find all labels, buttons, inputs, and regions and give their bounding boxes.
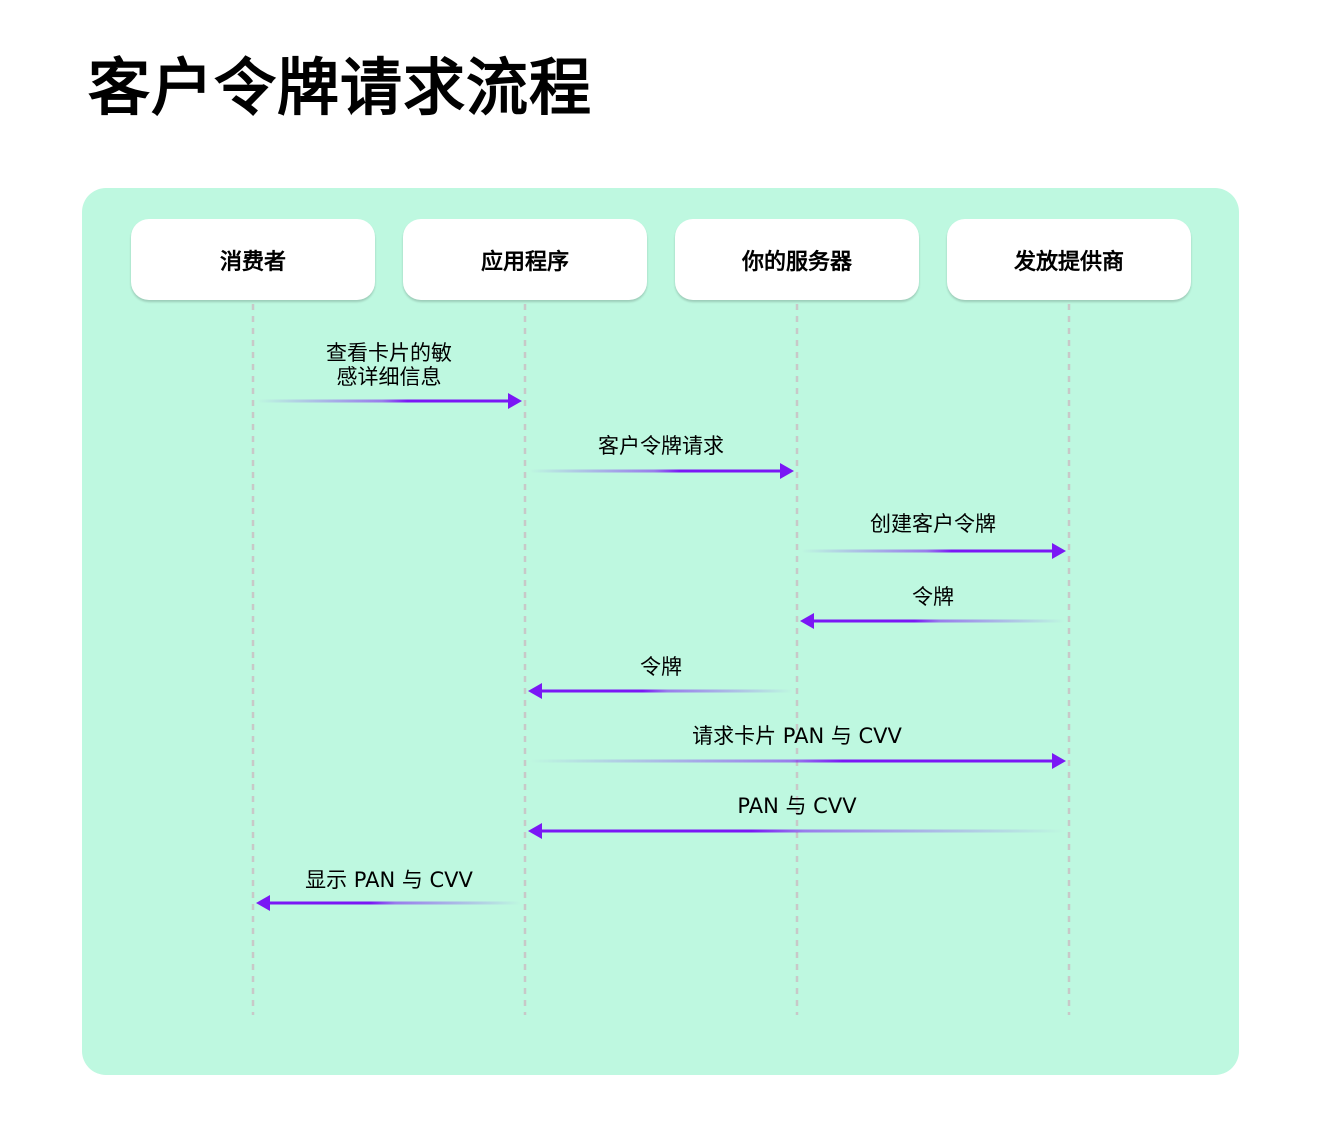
arrowhead-right-icon: [1052, 543, 1066, 559]
message-label-line: 感详细信息: [336, 365, 442, 389]
actor-label: 消费者: [219, 249, 286, 275]
message-label-line: 创建客户令牌: [870, 512, 996, 536]
actor-issuer: 发放提供商: [947, 219, 1191, 300]
message-label: 客户令牌请求: [598, 434, 724, 458]
page-title: 客户令牌请求流程: [88, 51, 593, 124]
message-arrow: [256, 895, 521, 911]
message-label-line: 令牌: [912, 585, 954, 609]
message-label: 令牌: [640, 655, 682, 679]
message-arrow: [800, 613, 1065, 629]
message-arrow: [529, 463, 794, 479]
message-label-line: 显示 PAN 与 CVV: [305, 868, 473, 892]
message-label-line: 令牌: [640, 655, 682, 679]
message-arrow: [528, 823, 1065, 839]
message-label: 令牌: [912, 585, 954, 609]
arrowhead-right-icon: [780, 463, 794, 479]
message-label: 查看卡片的敏感详细信息: [326, 341, 452, 389]
actor-app: 应用程序: [403, 219, 647, 300]
message-arrow: [257, 393, 522, 409]
message-label: 创建客户令牌: [870, 512, 996, 536]
actor-consumer: 消费者: [131, 219, 375, 300]
actor-server: 你的服务器: [675, 219, 919, 300]
arrowhead-left-icon: [528, 823, 542, 839]
arrowhead-right-icon: [508, 393, 522, 409]
actor-label: 发放提供商: [1013, 249, 1124, 275]
message-label-line: 客户令牌请求: [598, 434, 724, 458]
arrowhead-left-icon: [800, 613, 814, 629]
arrowhead-right-icon: [1052, 753, 1066, 769]
message-arrow: [528, 683, 793, 699]
arrowhead-left-icon: [256, 895, 270, 911]
diagram-panel: [82, 188, 1239, 1075]
message-label: 请求卡片 PAN 与 CVV: [692, 724, 902, 748]
arrowhead-left-icon: [528, 683, 542, 699]
message-label-line: 请求卡片 PAN 与 CVV: [692, 724, 902, 748]
actor-label: 你的服务器: [741, 249, 852, 275]
message-label: 显示 PAN 与 CVV: [305, 868, 473, 892]
message-label: PAN 与 CVV: [737, 794, 856, 818]
message-arrow: [801, 543, 1066, 559]
message-label-line: PAN 与 CVV: [737, 794, 857, 818]
message-arrow: [529, 753, 1066, 769]
actor-label: 应用程序: [480, 249, 569, 275]
message-label-line: 查看卡片的敏: [326, 341, 452, 365]
